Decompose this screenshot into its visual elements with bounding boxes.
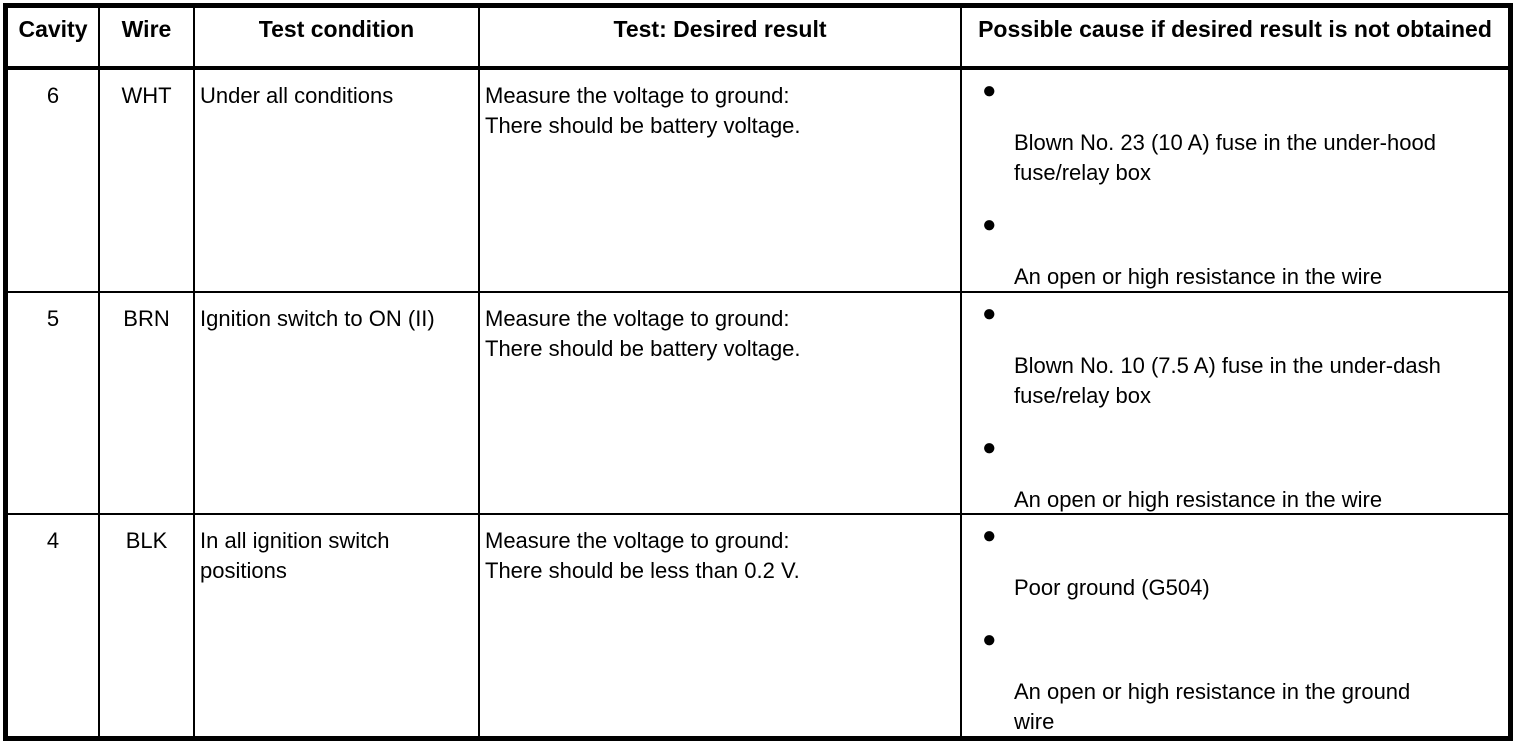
test-condition-value: Under all conditions xyxy=(195,70,480,293)
cause-text: Blown No. 23 (10 A) fuse in the under-ho… xyxy=(1014,130,1436,185)
possible-causes-cell: ● Blown No. 23 (10 A) fuse in the under-… xyxy=(962,70,1508,293)
cause-text: Blown No. 10 (7.5 A) fuse in the under-d… xyxy=(1014,353,1441,408)
wire-test-table: Cavity Wire Test condition Test: Desired… xyxy=(3,3,1513,741)
test-condition-value: In all ignition switch positions xyxy=(195,515,480,736)
wire-color-value: BLK xyxy=(100,515,195,736)
desired-result-value: Measure the voltage to ground: There sho… xyxy=(480,515,962,736)
cavity-value: 4 xyxy=(8,515,100,736)
cause-text: An open or high resistance in the ground… xyxy=(1014,679,1411,734)
cause-text: Poor ground (G504) xyxy=(1014,575,1210,600)
cause-item: ● Blown No. 23 (10 A) fuse in the under-… xyxy=(982,77,1508,188)
wire-color-value: WHT xyxy=(100,70,195,293)
cause-text: An open or high resistance in the wire xyxy=(1014,487,1383,512)
cause-item: ● Poor ground (G504) xyxy=(982,522,1508,603)
bullet-icon: ● xyxy=(982,434,997,461)
cause-item: ● An open or high resistance in the grou… xyxy=(982,626,1508,736)
cause-text: An open or high resistance in the wire xyxy=(1014,264,1383,289)
cavity-value: 6 xyxy=(8,70,100,293)
bullet-line: ● xyxy=(982,300,1508,351)
column-header-test-condition: Test condition xyxy=(195,8,480,70)
bullet-icon: ● xyxy=(982,522,997,549)
possible-causes-cell: ● Poor ground (G504) ● An open or high r… xyxy=(962,515,1508,736)
bullet-icon: ● xyxy=(982,626,997,653)
cause-item: ● Blown No. 10 (7.5 A) fuse in the under… xyxy=(982,300,1508,411)
possible-causes-cell: ● Blown No. 10 (7.5 A) fuse in the under… xyxy=(962,293,1508,515)
column-header-possible-cause: Possible cause if desired result is not … xyxy=(962,8,1508,70)
bullet-icon: ● xyxy=(982,300,997,327)
bullet-icon: ● xyxy=(982,211,997,238)
bullet-icon: ● xyxy=(982,77,997,104)
bullet-line: ● xyxy=(982,434,1508,485)
bullet-line: ● xyxy=(982,77,1508,128)
column-header-cavity: Cavity xyxy=(8,8,100,70)
cause-item: ● An open or high resistance in the wire xyxy=(982,211,1508,291)
bullet-line: ● xyxy=(982,626,1508,677)
bullet-line: ● xyxy=(982,211,1508,262)
desired-result-value: Measure the voltage to ground: There sho… xyxy=(480,70,962,293)
desired-result-value: Measure the voltage to ground: There sho… xyxy=(480,293,962,515)
bullet-line: ● xyxy=(982,522,1508,573)
column-header-wire: Wire xyxy=(100,8,195,70)
cavity-value: 5 xyxy=(8,293,100,515)
test-condition-value: Ignition switch to ON (II) xyxy=(195,293,480,515)
column-header-desired-result: Test: Desired result xyxy=(480,8,962,70)
wire-color-value: BRN xyxy=(100,293,195,515)
cause-item: ● An open or high resistance in the wire xyxy=(982,434,1508,513)
